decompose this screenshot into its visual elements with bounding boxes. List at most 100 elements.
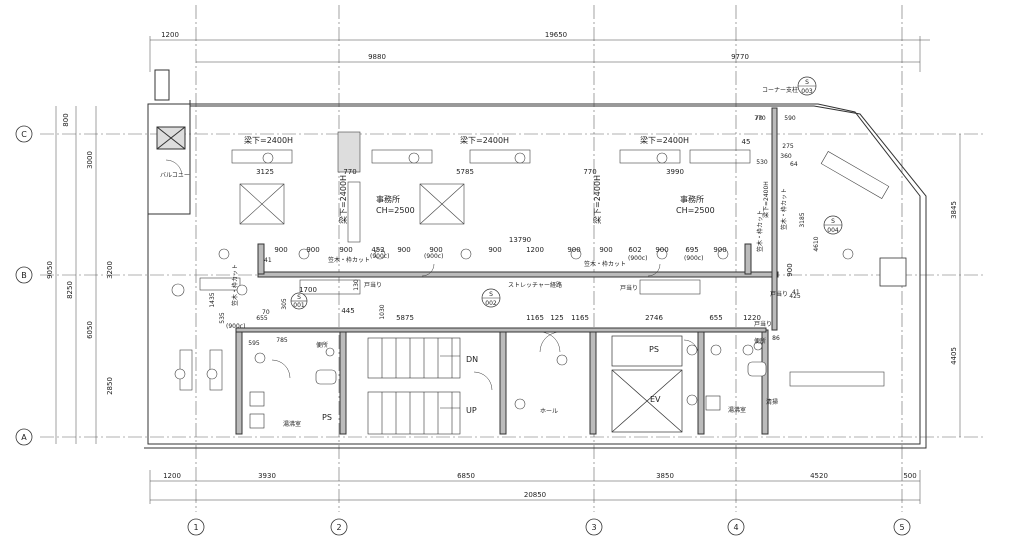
svg-text:770: 770 <box>583 168 596 176</box>
svg-text:2850: 2850 <box>106 377 114 395</box>
ceiling-lights <box>171 152 854 410</box>
svg-text:A: A <box>21 433 27 442</box>
dimension-lines <box>55 36 961 504</box>
svg-text:86: 86 <box>772 335 780 342</box>
svg-text:S: S <box>805 79 809 86</box>
svg-text:590: 590 <box>784 115 796 122</box>
svg-text:3: 3 <box>591 523 596 532</box>
svg-text:445: 445 <box>341 307 354 315</box>
svg-text:800: 800 <box>62 113 70 126</box>
svg-text:500: 500 <box>903 472 916 480</box>
svg-text:ホール: ホール <box>540 408 558 415</box>
svg-text:9880: 9880 <box>368 53 386 61</box>
svg-text:DN: DN <box>466 355 478 364</box>
svg-text:湯沸室: 湯沸室 <box>283 420 301 428</box>
svg-text:(900c): (900c) <box>684 255 703 262</box>
svg-text:1030: 1030 <box>379 304 386 319</box>
svg-text:770: 770 <box>343 168 356 176</box>
svg-text:003: 003 <box>801 88 813 95</box>
svg-text:6050: 6050 <box>86 321 94 339</box>
grid-bubble-C: C <box>15 125 33 143</box>
svg-text:1: 1 <box>193 523 198 532</box>
svg-text:9050: 9050 <box>46 261 54 279</box>
svg-text:425: 425 <box>789 293 801 300</box>
grid-bubble-3: 3 <box>585 518 603 536</box>
svg-text:1165: 1165 <box>526 314 544 322</box>
svg-text:1200: 1200 <box>163 472 181 480</box>
svg-text:1435: 1435 <box>209 292 216 307</box>
svg-text:4: 4 <box>733 523 738 532</box>
svg-text:C: C <box>21 130 27 139</box>
svg-text:清掃: 清掃 <box>766 398 778 406</box>
ceiling-fixtures <box>179 131 890 391</box>
section-marker-004: S 004 <box>823 215 843 235</box>
svg-text:S: S <box>489 291 493 298</box>
svg-text:900: 900 <box>339 246 352 254</box>
svg-text:4520: 4520 <box>810 472 828 480</box>
svg-text:41: 41 <box>792 289 800 296</box>
svg-text:3000: 3000 <box>86 151 94 169</box>
bottom-dimensions: 1200 3930 6850 3850 4520 500 20850 <box>163 472 917 499</box>
svg-text:530: 530 <box>756 159 768 166</box>
svg-text:305: 305 <box>281 298 288 310</box>
svg-text:3200: 3200 <box>106 261 114 279</box>
svg-text:5: 5 <box>899 523 904 532</box>
elevator <box>611 335 683 433</box>
svg-text:(900c): (900c) <box>226 323 245 330</box>
svg-text:2746: 2746 <box>645 314 663 322</box>
svg-text:S: S <box>831 218 835 225</box>
svg-text:655: 655 <box>256 315 268 322</box>
sanitary-fixtures <box>249 341 767 429</box>
svg-text:梁下=2400H: 梁下=2400H <box>460 136 509 145</box>
svg-text:695: 695 <box>685 246 698 254</box>
grid-lines <box>40 5 985 512</box>
svg-text:45: 45 <box>742 138 751 146</box>
svg-text:梁下=2400H: 梁下=2400H <box>339 175 348 224</box>
svg-text:004: 004 <box>827 227 839 234</box>
svg-text:900: 900 <box>655 246 668 254</box>
svg-text:事務所: 事務所 <box>680 194 704 204</box>
svg-text:602: 602 <box>628 246 641 254</box>
ceiling-900-dimensions: 900 900 900 452 900 900 900 1200 900 900… <box>274 246 794 277</box>
svg-text:70: 70 <box>262 309 270 316</box>
svg-text:梁下=2400H: 梁下=2400H <box>762 181 770 218</box>
svg-text:19650: 19650 <box>545 31 567 39</box>
svg-text:3930: 3930 <box>258 472 276 480</box>
svg-text:笠木・枠カット: 笠木・枠カット <box>756 210 764 252</box>
svg-text:便所: 便所 <box>754 337 766 345</box>
svg-text:41: 41 <box>264 257 272 264</box>
svg-text:6850: 6850 <box>457 472 475 480</box>
interior-dimensions: 3125 770 5785 770 3990 45 13790 1700 445… <box>248 115 820 347</box>
svg-text:PS: PS <box>649 345 659 354</box>
grid-bubble-2: 2 <box>330 518 348 536</box>
svg-text:笠木・枠カット: 笠木・枠カット <box>780 188 788 230</box>
svg-text:900: 900 <box>488 246 501 254</box>
svg-text:595: 595 <box>248 340 260 347</box>
square-fixture <box>879 257 907 287</box>
svg-text:UP: UP <box>466 406 477 415</box>
left-dimensions: 9050 8250 800 3000 3200 6050 2850 1435 5… <box>46 113 226 395</box>
svg-text:2: 2 <box>336 523 341 532</box>
svg-text:3850: 3850 <box>656 472 674 480</box>
svg-text:(900c): (900c) <box>628 255 647 262</box>
grid-bubble-4: 4 <box>727 518 745 536</box>
svg-text:梁下=2400H: 梁下=2400H <box>244 136 293 145</box>
svg-text:事務所: 事務所 <box>376 194 400 204</box>
svg-text:64: 64 <box>790 161 798 168</box>
svg-text:535: 535 <box>219 312 226 324</box>
column-bubbles: 1 2 3 4 5 <box>187 518 911 536</box>
svg-text:戸当り: 戸当り <box>770 290 788 298</box>
svg-text:1200: 1200 <box>526 246 544 254</box>
grid-bubble-5: 5 <box>893 518 911 536</box>
svg-text:4405: 4405 <box>950 347 958 365</box>
top-dimensions: 1200 19650 9880 9770 <box>161 31 749 61</box>
staircase <box>367 337 461 435</box>
svg-text:笠木・枠カット: 笠木・枠カット <box>584 260 626 268</box>
svg-text:1220: 1220 <box>743 314 761 322</box>
svg-text:戸当り: 戸当り <box>620 284 638 292</box>
svg-text:(900c): (900c) <box>370 253 389 260</box>
svg-text:655: 655 <box>709 314 722 322</box>
room-labels: 梁下=2400H 梁下=2400H 梁下=2400H 梁下=2400H 梁下=2… <box>160 86 800 428</box>
svg-text:バルコニー: バルコニー <box>160 172 190 179</box>
